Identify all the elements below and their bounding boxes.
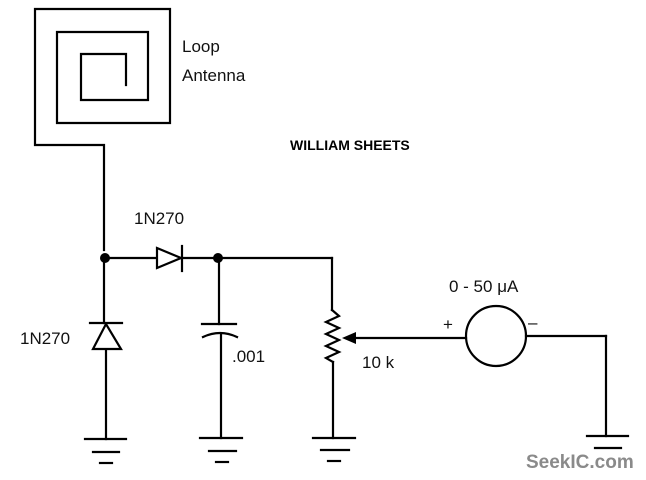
shunt-diode xyxy=(88,321,124,351)
wiper-arrow-icon xyxy=(342,332,356,344)
loop-antenna xyxy=(33,7,172,252)
ground-icon xyxy=(311,436,357,463)
capacitor xyxy=(200,322,239,339)
series-diode-label: 1N270 xyxy=(134,209,184,228)
microammeter xyxy=(464,304,528,368)
meter-label: 0 - 50 μA xyxy=(449,277,519,296)
series-diode xyxy=(155,244,184,273)
wires xyxy=(102,256,608,441)
meter-plus-label: + xyxy=(443,315,453,334)
shunt-diode-label: 1N270 xyxy=(20,329,70,348)
potentiometer xyxy=(323,308,468,364)
junction-dot-cap xyxy=(213,253,223,263)
capacitor-label: .001 xyxy=(232,347,265,366)
antenna-label-line1: Loop xyxy=(182,37,220,56)
junction-dot-antenna xyxy=(100,253,110,263)
ground-icon xyxy=(83,437,128,465)
antenna-label-line2: Antenna xyxy=(182,66,246,85)
ground-icon xyxy=(585,434,630,450)
pot-label: 10 k xyxy=(362,353,395,372)
meter-minus-label: – xyxy=(528,313,538,332)
author-label: WILLIAM SHEETS xyxy=(290,137,410,153)
watermark: SeekIC.com xyxy=(526,452,634,473)
ground-icon xyxy=(198,436,244,464)
